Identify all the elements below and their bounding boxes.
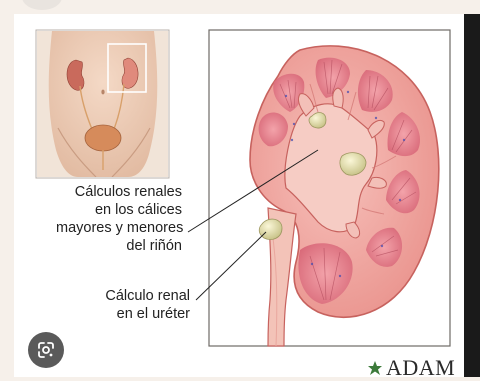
label-ureter-stone: Cálculo renal en el uréter — [70, 287, 190, 323]
google-lens-icon — [36, 340, 56, 360]
brand-name: ADAM — [386, 355, 455, 381]
brand-logo: ADAM — [366, 355, 455, 381]
body-inset — [36, 30, 169, 178]
kidney-panel — [209, 30, 450, 346]
label-line: en los cálices — [56, 201, 182, 219]
label-line: Cálculo renal — [70, 287, 190, 305]
adam-star-icon — [366, 360, 384, 376]
label-calyx-stones: Cálculos renales en los cálices mayores … — [56, 183, 182, 255]
label-line: del riñón — [56, 237, 182, 255]
label-line: en el uréter — [70, 305, 190, 323]
label-line: Cálculos renales — [56, 183, 182, 201]
google-lens-button[interactable] — [28, 332, 64, 368]
label-line: mayores y menores — [56, 219, 182, 237]
